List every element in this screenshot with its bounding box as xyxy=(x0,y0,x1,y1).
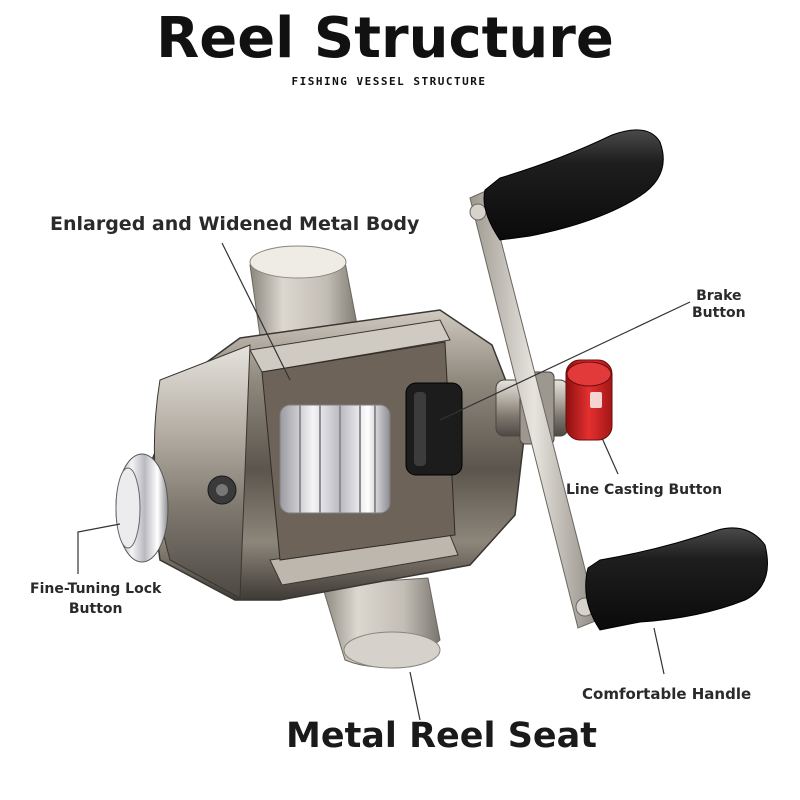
callout-brake-line2: Button xyxy=(692,305,746,321)
callout-brake-line1: Brake xyxy=(696,288,742,304)
leader-fine-tuning xyxy=(77,523,121,574)
callout-fine-tuning-line2: Button xyxy=(68,601,123,617)
leader-lines xyxy=(77,242,691,721)
callout-handle: Comfortable Handle xyxy=(582,685,752,703)
spool xyxy=(279,404,391,514)
diagram-title: Reel Structure xyxy=(156,6,614,71)
callout-line-casting: Line Casting Button xyxy=(566,482,723,498)
reel-seat-bottom xyxy=(321,577,441,669)
handle-knob-top xyxy=(483,129,664,241)
leader-reel-seat xyxy=(409,671,421,721)
callout-reel-seat: Metal Reel Seat xyxy=(286,716,598,756)
handle-knob-bottom xyxy=(585,527,768,631)
diagram-subtitle: FISHING VESSEL STRUCTURE xyxy=(291,75,487,88)
callout-metal-body: Enlarged and Widened Metal Body xyxy=(50,213,420,235)
callout-brake-button: Brake Button xyxy=(692,288,746,322)
brake-button-block xyxy=(405,382,463,476)
line-casting-knob xyxy=(565,359,613,441)
leader-body xyxy=(221,242,291,381)
callout-fine-tuning: Fine-Tuning Lock Button xyxy=(30,579,161,619)
leader-handle xyxy=(653,627,665,675)
fine-tuning-knob xyxy=(115,453,169,563)
leader-line-casting xyxy=(601,437,619,475)
callout-fine-tuning-line1: Fine-Tuning Lock xyxy=(30,581,162,597)
leader-brake xyxy=(439,301,691,421)
